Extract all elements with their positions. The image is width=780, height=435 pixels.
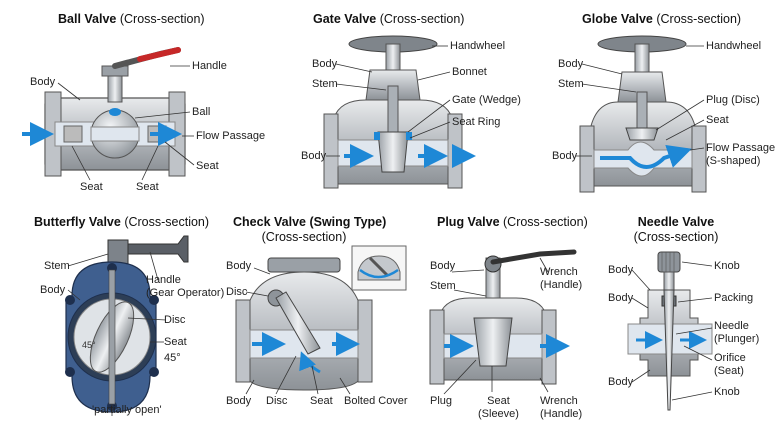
ball-ball-label: Ball: [192, 106, 211, 118]
plug-body-label: Body: [430, 260, 456, 272]
ball-flow-label: Flow Passage: [196, 130, 266, 142]
needle-valve-title: Needle Valve(Cross-section): [633, 215, 719, 244]
ball-handle-label: Handle: [192, 60, 227, 72]
globe-seat-label: Seat: [706, 114, 729, 126]
gate-stem-label: Stem: [312, 78, 338, 90]
butterfly-seat-label: Seat: [164, 336, 187, 348]
check-valve-title: Check Valve (Swing Type)(Cross-section): [233, 215, 387, 244]
plug-plug-label: Plug: [430, 395, 453, 407]
ball-seat-right-bottom-label: Seat: [136, 181, 159, 193]
needle-orifice-label: Orifice(Seat): [714, 352, 746, 377]
ball-valve-illustration: [22, 47, 195, 181]
needle-knob-top-label: Knob: [714, 260, 740, 272]
butterfly-handle-label: Handle(Gear Operator): [146, 274, 225, 299]
check-seat-label: Seat: [310, 395, 333, 407]
globe-stem-label: Stem: [558, 78, 584, 90]
globe-body-top-label: Body: [558, 58, 584, 70]
ball-body-label: Body: [30, 76, 56, 88]
butterfly-angle-inner-label: 45°: [82, 340, 96, 350]
butterfly-partially-open-label: 'partially open': [92, 404, 162, 416]
globe-flow-label: Flow Passage(S-shaped): [706, 142, 776, 167]
gate-seat-ring-label: Seat Ring: [452, 116, 501, 128]
gate-bonnet-label: Bonnet: [452, 66, 487, 78]
gate-handwheel-label: Handwheel: [450, 40, 506, 52]
ball-seat-left-label: Seat: [80, 181, 103, 193]
butterfly-disc-label: Disc: [164, 314, 186, 326]
butterfly-body-label: Body: [40, 284, 66, 296]
plug-wrench-top-label: Wrench(Handle): [540, 266, 583, 291]
gate-valve-title: Gate Valve (Cross-section): [313, 12, 465, 26]
needle-knob-bottom-label: Knob: [714, 386, 740, 398]
plug-valve-title: Plug Valve (Cross-section): [437, 215, 588, 229]
ball-valve-title: Ball Valve (Cross-section): [58, 12, 205, 26]
globe-body-left-label: Body: [552, 150, 578, 162]
plug-stem-label: Stem: [430, 280, 456, 292]
butterfly-valve-title: Butterfly Valve (Cross-section): [34, 215, 210, 229]
plug-seat-label: Seat(Sleeve): [478, 395, 519, 420]
gate-body-left-label: Body: [301, 150, 327, 162]
butterfly-angle-label: 45°: [164, 352, 181, 364]
globe-valve-illustration: [576, 35, 707, 193]
check-disc-label: Disc: [226, 286, 248, 298]
gate-valve-illustration: [323, 35, 476, 189]
globe-handwheel-label: Handwheel: [706, 40, 762, 52]
check-disc-bottom-label: Disc: [266, 395, 288, 407]
needle-body-bottom-label: Body: [608, 376, 634, 388]
plug-valve-illustration: [429, 249, 577, 395]
gate-body-top-label: Body: [312, 58, 338, 70]
globe-valve-title: Globe Valve (Cross-section): [582, 12, 742, 26]
check-bolted-cover-label: Bolted Cover: [344, 395, 408, 407]
butterfly-stem-label: Stem: [44, 260, 70, 272]
needle-body-mid-label: Body: [608, 292, 634, 304]
check-valve-illustration: [235, 245, 407, 395]
ball-seat-right-label: Seat: [196, 160, 219, 172]
globe-plug-label: Plug (Disc): [706, 94, 760, 106]
needle-needle-label: Needle(Plunger): [714, 320, 760, 345]
check-body-label: Body: [226, 260, 252, 272]
butterfly-valve-illustration: [65, 235, 189, 416]
needle-body-top-label: Body: [608, 264, 634, 276]
needle-valve-illustration: [627, 251, 713, 411]
needle-packing-label: Packing: [714, 292, 754, 304]
gate-wedge-label: Gate (Wedge): [452, 94, 521, 106]
check-body-bottom-label: Body: [226, 395, 252, 407]
plug-wrench-bottom-label: Wrench(Handle): [540, 395, 583, 420]
